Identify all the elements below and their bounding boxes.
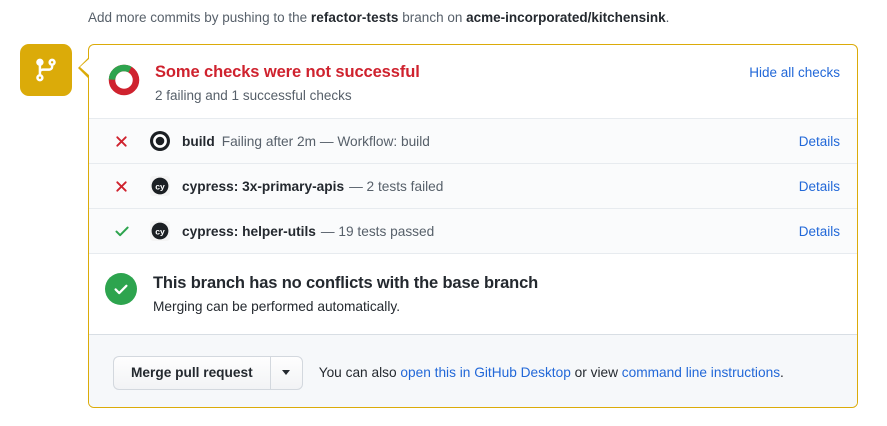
svg-text:cy: cy — [155, 181, 165, 191]
chevron-down-icon — [282, 370, 291, 375]
hide-all-checks-link[interactable]: Hide all checks — [749, 65, 840, 80]
command-line-instructions-link[interactable]: command line instructions — [621, 365, 781, 380]
github-desktop-link[interactable]: open this in GitHub Desktop — [400, 365, 571, 380]
check-description: Failing after 2m — Workflow: build — [221, 133, 430, 149]
cypress-icon: cy — [150, 176, 170, 196]
merge-status-badge — [20, 44, 72, 96]
push-note-middle: branch on — [398, 10, 467, 25]
checks-title: Some checks were not successful — [155, 63, 420, 81]
check-name: cypress: 3x-primary-apis — [182, 178, 345, 194]
check-circle-icon — [105, 273, 137, 305]
panel-notch-fill — [79, 58, 91, 77]
merge-pull-request-button[interactable]: Merge pull request — [113, 355, 270, 390]
checks-subtitle: 2 failing and 1 successful checks — [155, 88, 352, 103]
checks-summary-header: Some checks were not successful 2 failin… — [89, 45, 857, 118]
repo-name: acme-incorporated/kitchensink — [466, 10, 666, 25]
merge-button-group: Merge pull request — [113, 355, 303, 390]
merge-dropdown-button[interactable] — [269, 355, 303, 390]
check-row[interactable]: build Failing after 2m — Workflow: build… — [89, 118, 857, 163]
push-commits-note: Add more commits by pushing to the refac… — [88, 8, 669, 28]
merge-box: Some checks were not successful 2 failin… — [88, 44, 858, 408]
conflict-status-block: This branch has no conflicts with the ba… — [89, 253, 857, 334]
check-details-link[interactable]: Details — [798, 178, 840, 194]
footer-note-middle: or view — [570, 365, 622, 380]
merge-footer-note: You can also open this in GitHub Desktop… — [319, 365, 784, 380]
check-name: cypress: helper-utils — [182, 223, 316, 239]
svg-text:cy: cy — [155, 226, 165, 236]
check-name: build — [182, 133, 215, 149]
merge-action-footer: Merge pull request You can also open thi… — [89, 334, 857, 407]
push-note-prefix: Add more commits by pushing to the — [88, 10, 311, 25]
checks-header-text: Some checks were not successful 2 failin… — [155, 61, 420, 106]
check-details-link[interactable]: Details — [798, 133, 840, 149]
footer-note-prefix: You can also — [318, 365, 401, 380]
git-branch-icon — [36, 58, 56, 82]
x-icon — [105, 134, 133, 149]
x-icon — [105, 179, 133, 194]
check-details-link[interactable]: Details — [798, 223, 840, 239]
cypress-icon: cy — [150, 221, 170, 241]
push-note-suffix: . — [665, 10, 670, 25]
checks-donut-chart — [108, 64, 140, 96]
conflict-subtitle: Merging can be performed automatically. — [153, 299, 401, 314]
github-actions-icon — [150, 131, 170, 151]
check-description: — 2 tests failed — [349, 178, 444, 194]
check-row[interactable]: cy cypress: helper-utils — 19 tests pass… — [89, 208, 857, 253]
conflict-title: This branch has no conflicts with the ba… — [153, 274, 539, 292]
conflict-text: This branch has no conflicts with the ba… — [153, 272, 538, 317]
check-row[interactable]: cy cypress: 3x-primary-apis — 2 tests fa… — [89, 163, 857, 208]
check-icon — [105, 223, 133, 239]
check-description: — 19 tests passed — [320, 223, 435, 239]
branch-name: refactor-tests — [310, 10, 399, 25]
footer-note-suffix: . — [780, 365, 784, 380]
